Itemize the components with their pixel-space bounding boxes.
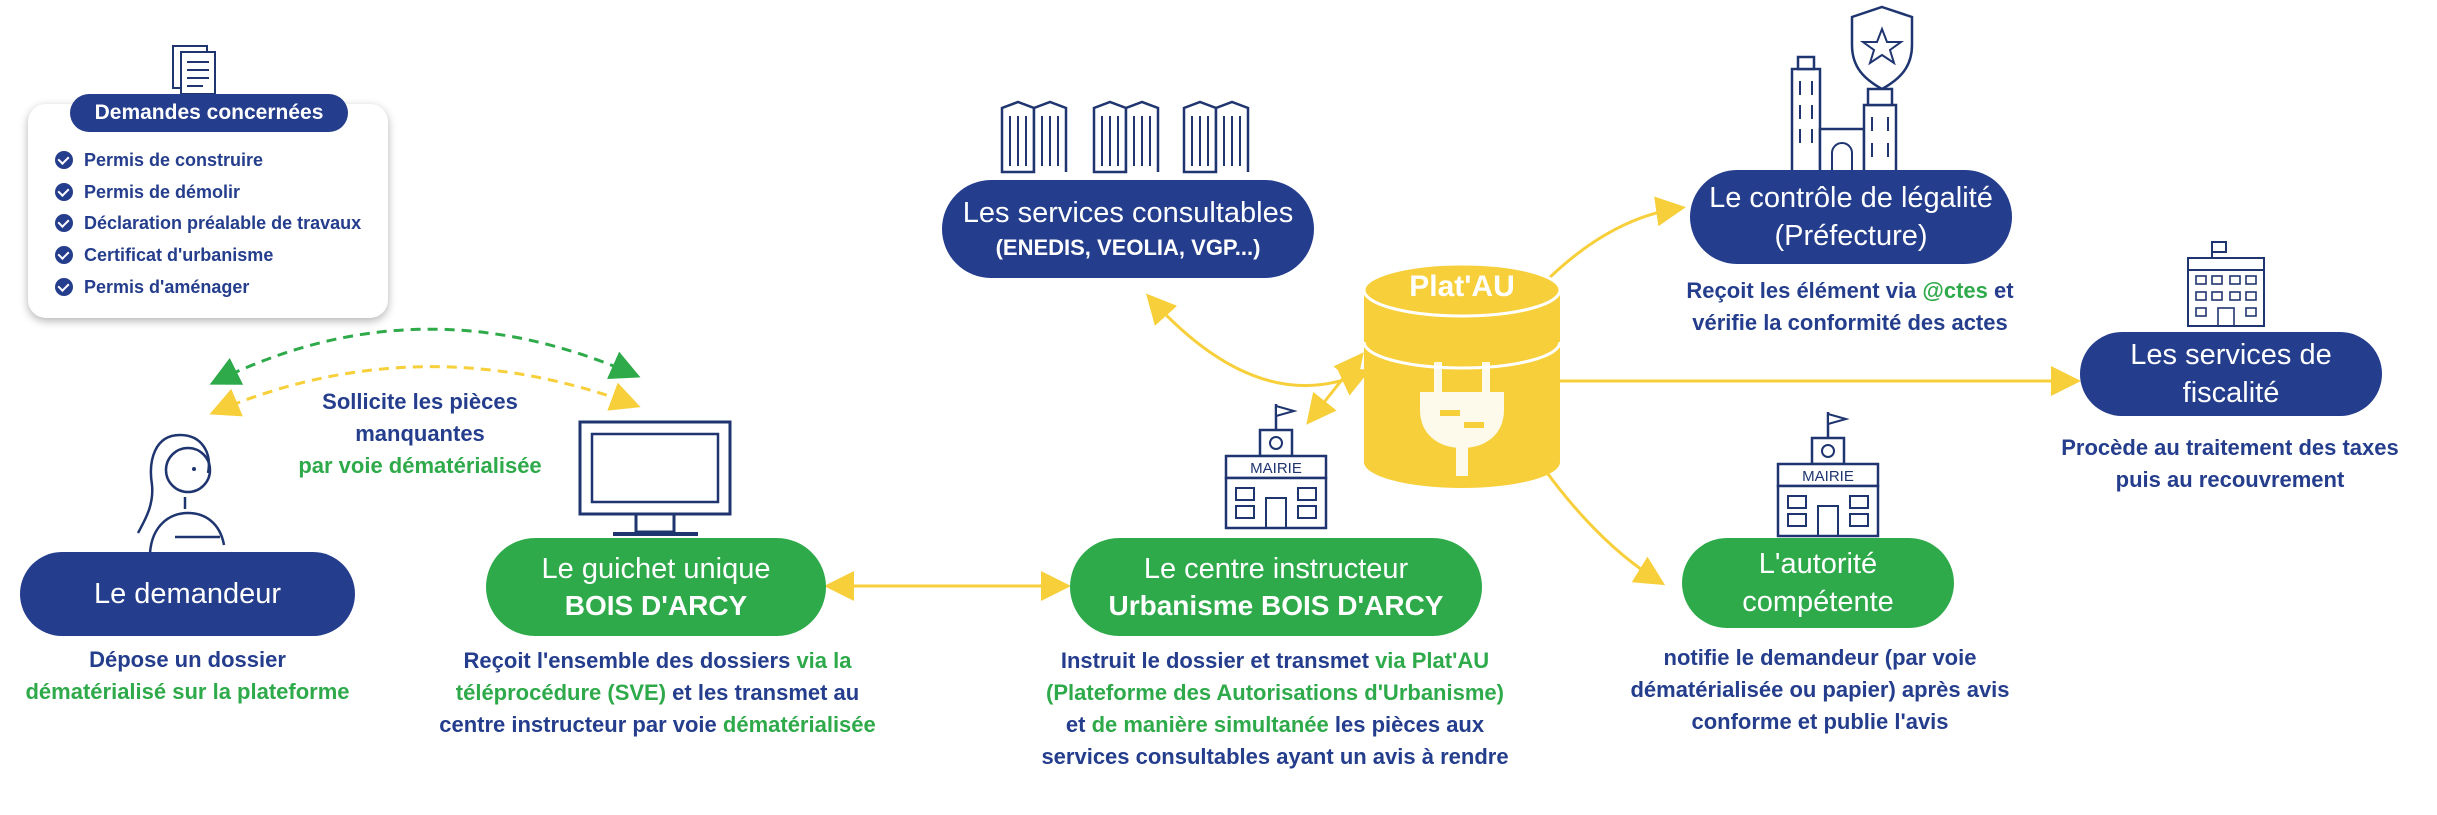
person-icon — [136, 433, 226, 554]
caption-part: centre instructeur par voie — [439, 712, 723, 737]
caption-part: et — [1065, 712, 1092, 737]
plug-icon — [1420, 362, 1504, 476]
monitor-icon — [578, 420, 732, 536]
mairie-sign: MAIRIE — [1250, 460, 1302, 477]
demandeur-label: Le demandeur — [93, 578, 282, 610]
guichet-label-bold: BOIS D'ARCY — [564, 590, 748, 621]
demande-item: Certificat d'urbanisme — [84, 245, 274, 265]
mairie-icon: MAIRIE — [1776, 412, 1880, 538]
sollicite-text: Sollicite les pièces manquantes par voie… — [270, 386, 570, 482]
mairie-icon: MAIRIE — [1224, 404, 1328, 530]
caption-part: via la — [796, 648, 852, 673]
arrow-platau-controle — [1543, 196, 1686, 284]
caption-line: dématérialisée ou papier) après avis — [1630, 677, 2010, 702]
centre-label: Le centre instructeur — [1143, 553, 1409, 585]
caption-part: Instruit le dossier et transmet — [1060, 648, 1376, 673]
controle-label-sub: (Préfecture) — [1774, 220, 1928, 252]
autorite-label-sub: compétente — [1742, 586, 1894, 618]
demande-item: Permis de démolir — [84, 182, 241, 202]
caption-line: par voie dématérialisée — [298, 453, 542, 478]
demandes-card — [28, 104, 388, 318]
check-icon — [55, 183, 73, 201]
caption-part: les pièces aux — [1328, 712, 1485, 737]
caption-line: vérifie la conformité des actes — [1692, 310, 2008, 335]
centre-label-bold: Urbanisme BOIS D'ARCY — [1108, 590, 1444, 621]
caption-part: @ctes — [1922, 278, 1988, 303]
demande-item: Permis d'aménager — [84, 277, 250, 297]
guichet-caption: Reçoit l'ensemble des dossiers via la té… — [420, 645, 895, 741]
check-icon — [55, 151, 73, 169]
autorite-node: L'autorité compétente — [1682, 538, 1954, 628]
check-icon — [55, 214, 73, 232]
services-consultables-node: Les services consultables (ENEDIS, VEOLI… — [942, 180, 1314, 278]
fiscalite-node: Les services de fiscalité — [2080, 332, 2382, 416]
office-building-icon — [2187, 241, 2265, 327]
controle-node: Le contrôle de légalité (Préfecture) — [1690, 170, 2012, 264]
demande-item: Permis de construire — [84, 150, 264, 170]
autorite-caption: notifie le demandeur (par voie dématéria… — [1600, 642, 2040, 738]
caption-line: Procède au traitement des taxes — [2061, 435, 2399, 460]
platau-database-icon — [1362, 262, 1562, 488]
demandeur-node: Le demandeur — [20, 552, 355, 636]
demandes-title: Demandes concernées — [70, 94, 348, 132]
autorite-label: L'autorité — [1758, 548, 1878, 580]
guichet-label: Le guichet unique — [541, 553, 771, 585]
caption-part: et — [1987, 278, 2014, 303]
caption-line: services consultables ayant un avis à re… — [1041, 744, 1509, 769]
caption-part: Reçoit les élément via — [1686, 278, 1923, 303]
centre-node: Le centre instructeur Urbanisme BOIS D'A… — [1070, 538, 1482, 636]
check-icon — [55, 278, 73, 296]
caption-part: de manière simultanée — [1091, 712, 1329, 737]
caption-line: puis au recouvrement — [2115, 467, 2345, 492]
caption-line: dématérialisé sur la plateforme — [25, 679, 350, 704]
fiscalite-caption: Procède au traitement des taxes puis au … — [2030, 432, 2430, 496]
documents-icon — [172, 45, 216, 95]
check-icon — [55, 246, 73, 264]
platau-label: Plat'AU — [1409, 270, 1515, 303]
caption-part: Reçoit l'ensemble des dossiers — [463, 648, 797, 673]
controle-caption: Reçoit les élément via @ctes et vérifie … — [1630, 275, 2070, 339]
fiscalite-label: Les services de — [2130, 339, 2332, 371]
fiscalite-label-sub: fiscalité — [2182, 377, 2280, 409]
arrow-sollicite-green — [209, 327, 641, 385]
caption-line: Dépose un dossier — [89, 647, 286, 672]
demande-item: Déclaration préalable de travaux — [84, 213, 362, 233]
demandeur-caption: Dépose un dossier dématérialisé sur la p… — [0, 644, 375, 708]
arrow-platau-services — [1145, 293, 1371, 396]
caption-part: téléprocédure (SVE) — [455, 680, 667, 705]
controle-label: Le contrôle de légalité — [1709, 182, 1993, 214]
caption-part: via Plat'AU — [1375, 648, 1490, 673]
prefecture-icon — [1790, 5, 1914, 179]
caption-line: notifie le demandeur (par voie — [1663, 645, 1977, 670]
buildings-icon — [1000, 100, 1250, 174]
caption-part: et les transmet au — [666, 680, 860, 705]
mairie-sign: MAIRIE — [1802, 468, 1854, 485]
caption-line: (Plateforme des Autorisations d'Urbanism… — [1046, 680, 1504, 705]
caption-line: conforme et publie l'avis — [1691, 709, 1949, 734]
caption-line: Sollicite les pièces — [322, 389, 518, 414]
guichet-node: Le guichet unique BOIS D'ARCY — [486, 538, 826, 636]
centre-caption: Instruit le dossier et transmet via Plat… — [990, 645, 1560, 773]
services-consultables-list: (ENEDIS, VEOLIA, VGP...) — [995, 235, 1261, 260]
arrow-platau-autorite — [1543, 469, 1666, 586]
services-consultables-label: Les services consultables — [962, 197, 1294, 229]
caption-part: dématérialisée — [722, 712, 876, 737]
arrow-sollicite-yellow — [209, 365, 641, 417]
caption-line: manquantes — [355, 421, 485, 446]
